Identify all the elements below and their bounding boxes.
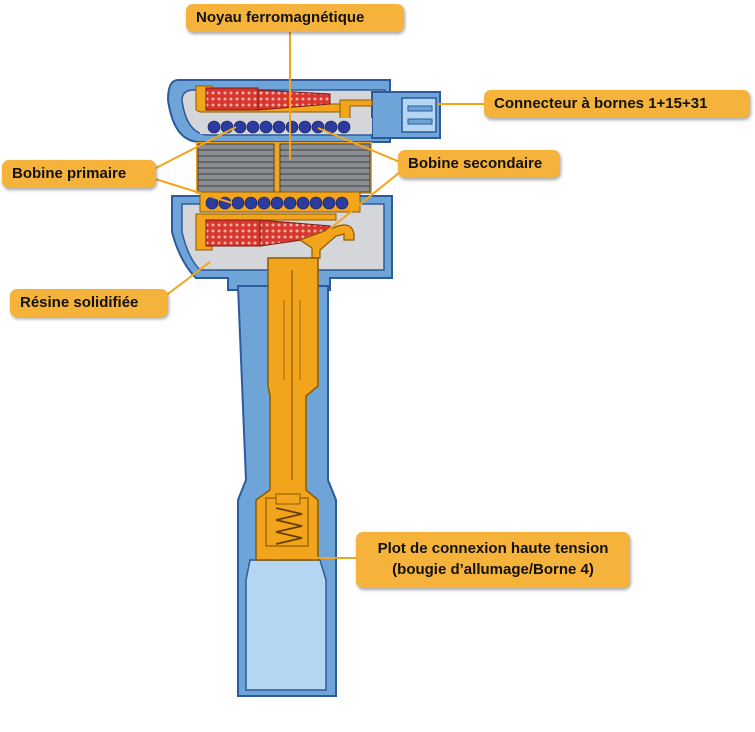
secondary-coil-label: Bobine secondaire: [408, 155, 543, 172]
upper-secondary-coil: [195, 85, 341, 113]
connector-label: Connecteur à bornes 1+15+31: [494, 95, 708, 112]
core-label: Noyau ferromagnétique: [196, 9, 365, 26]
core-callout: Noyau ferromagnétique: [186, 4, 404, 32]
hv-conductor: [255, 257, 319, 561]
ferromagnetic-core: [196, 142, 372, 194]
secondary-coil-callout: Bobine secondaire: [398, 150, 560, 178]
primary-coil-label: Bobine primaire: [12, 165, 127, 182]
connector-callout: Connecteur à bornes 1+15+31: [484, 90, 750, 118]
upper-primary-coil: [200, 118, 372, 134]
hv-hook-terminal: [298, 224, 355, 259]
hv-plug-callout: Plot de connexion haute tension (bougie …: [356, 532, 630, 588]
leader-lines: [151, 28, 484, 559]
resin-callout: Résine solidifiée: [10, 289, 168, 317]
primary-coil-callout: Bobine primaire: [2, 160, 156, 188]
connector-plug: [339, 91, 441, 139]
hv-plug-label-line1: Plot de connexion haute tension: [377, 540, 609, 557]
lower-secondary-coil: [195, 213, 337, 251]
hv-plug-label-line2: (bougie d’allumage/Borne 4): [392, 561, 594, 578]
contact-spring: [265, 493, 309, 547]
resin-label: Résine solidifiée: [20, 294, 139, 311]
lower-primary-coil: [199, 191, 361, 213]
